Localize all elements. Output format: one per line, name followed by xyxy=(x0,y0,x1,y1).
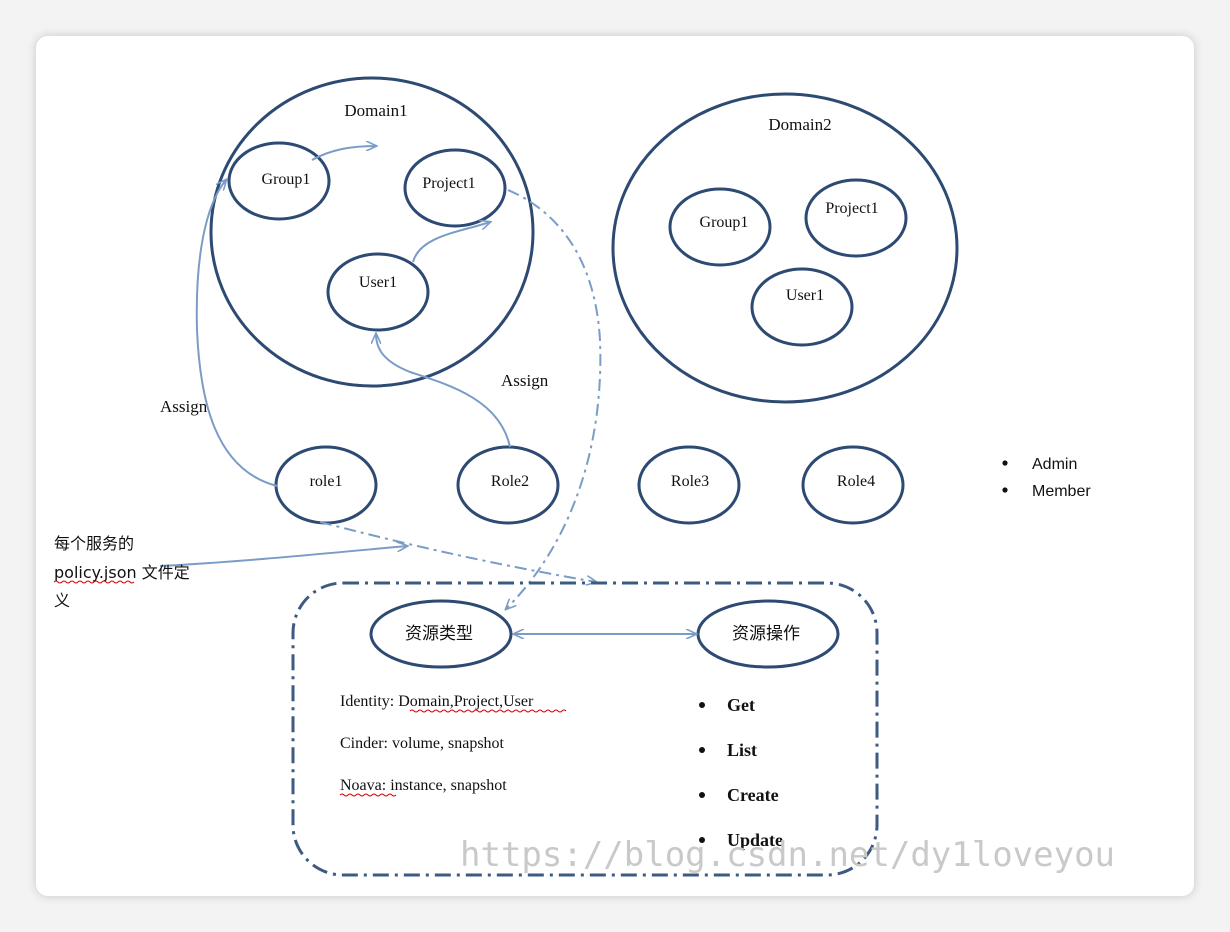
policy-note-line1: 每个服务的 xyxy=(54,534,134,553)
domain2-user-label: User1 xyxy=(786,287,824,304)
noava-word: Noava xyxy=(340,777,382,794)
policy-note-line2: policy.json 文件定 xyxy=(54,563,190,582)
domain2-project-label: Project1 xyxy=(825,200,878,217)
spellcheck-underline xyxy=(339,793,397,797)
resource-type-node xyxy=(369,599,513,669)
bullet-icon xyxy=(699,837,705,843)
domain2-title: Domain2 xyxy=(768,115,831,134)
policy-note-line2-rest: 文件定 xyxy=(137,563,190,582)
group-outgoing-arrow xyxy=(311,146,376,161)
domain1-group-node xyxy=(227,141,331,221)
operation-update: Update xyxy=(727,830,783,850)
domain2: Domain2 Group1 Project1 User1 xyxy=(611,92,959,404)
role4-node xyxy=(801,445,905,525)
bullet-icon xyxy=(699,792,705,798)
policy-json-filename: policy.json xyxy=(54,563,137,582)
user-to-project-arrow xyxy=(412,222,490,263)
noava-rest: : instance, snapshot xyxy=(382,777,507,794)
operation-create: Create xyxy=(727,785,779,805)
diagram-canvas: Domain1 Group1 Project1 User1 Domain2 Gr… xyxy=(53,76,1115,877)
role3-label: Role3 xyxy=(671,473,709,490)
role2-label: Role2 xyxy=(491,473,529,490)
spellcheck-underline xyxy=(409,709,567,713)
spellcheck-underline xyxy=(53,580,135,584)
role3-node xyxy=(637,445,741,525)
role2-to-user-arrow xyxy=(376,334,511,448)
domain1-project-label: Project1 xyxy=(422,175,475,192)
policy-note-arrow xyxy=(159,546,407,567)
diagram-card: Domain1 Group1 Project1 User1 Domain2 Gr… xyxy=(36,36,1194,896)
bullet-icon xyxy=(699,747,705,753)
assign-label-right: Assign xyxy=(501,371,549,390)
domain2-project-node xyxy=(804,178,908,258)
identity-line: Identity: Domain,Project,User xyxy=(340,693,534,710)
noava-line: Noava: instance, snapshot xyxy=(340,777,507,794)
resource-region-border xyxy=(291,581,879,877)
resource-type-list: Identity: Domain,Project,User Cinder: vo… xyxy=(339,693,567,797)
identity-prefix: Identity: xyxy=(340,693,398,710)
domain1-project-node xyxy=(403,148,507,228)
role-type-admin: Admin xyxy=(1032,456,1077,473)
policy-note-line3: 义 xyxy=(54,591,70,610)
role1-label: role1 xyxy=(310,473,343,490)
domain1-user-node xyxy=(326,252,430,332)
project-to-resource-type-arrow xyxy=(506,189,602,609)
domain1-user-label: User1 xyxy=(359,274,397,291)
role-type-member: Member xyxy=(1032,483,1091,500)
resource-action-label: 资源操作 xyxy=(732,624,800,644)
role4-label: Role4 xyxy=(837,473,875,490)
domain1-group-label: Group1 xyxy=(262,171,311,188)
role1-to-resource-arrow xyxy=(319,521,596,582)
resource-operations-list: Get List Create Update xyxy=(699,695,783,850)
bullet-icon xyxy=(699,702,705,708)
identity-value: Domain,Project,User xyxy=(398,693,534,710)
domain1-title: Domain1 xyxy=(344,101,407,120)
cinder-line: Cinder: volume, snapshot xyxy=(340,735,505,752)
domain2-group-node xyxy=(668,187,772,267)
role-types-list: Admin Member xyxy=(1002,456,1091,500)
policy-note: 每个服务的 policy.json 文件定 义 xyxy=(53,534,190,610)
watermark: https://blog.csdn.net/dy1loveyou xyxy=(460,835,1115,875)
bullet-icon xyxy=(1002,487,1008,493)
roles: role1 Role2 Role3 Role4 xyxy=(274,445,905,525)
operation-list: List xyxy=(727,740,757,760)
resource-action-node xyxy=(696,599,840,669)
resource-type-label: 资源类型 xyxy=(405,624,473,644)
domain2-user-node xyxy=(750,267,854,347)
operation-get: Get xyxy=(727,695,755,715)
domain1: Domain1 Group1 Project1 User1 xyxy=(209,76,535,388)
bullet-icon xyxy=(1002,460,1008,466)
role1-to-group-arrow xyxy=(195,180,278,487)
assign-label-left: Assign xyxy=(160,397,208,416)
domain1-circle xyxy=(209,76,535,388)
role2-node xyxy=(456,445,560,525)
domain2-circle xyxy=(611,92,959,404)
domain2-group-label: Group1 xyxy=(700,214,749,231)
